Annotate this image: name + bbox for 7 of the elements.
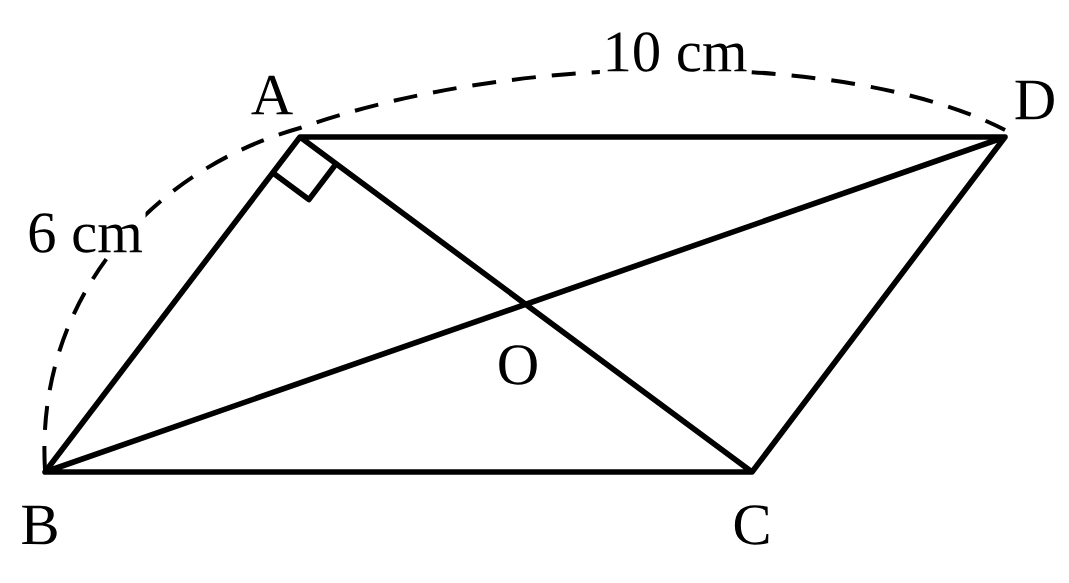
point-label: C <box>734 505 769 545</box>
dimension-label: 6 cm <box>24 210 146 256</box>
point-label: D <box>1015 80 1054 120</box>
point-label: O <box>499 345 537 385</box>
point-label: A <box>251 75 293 115</box>
point-label: B <box>22 505 57 545</box>
dimension-label: 10 cm <box>599 29 751 75</box>
